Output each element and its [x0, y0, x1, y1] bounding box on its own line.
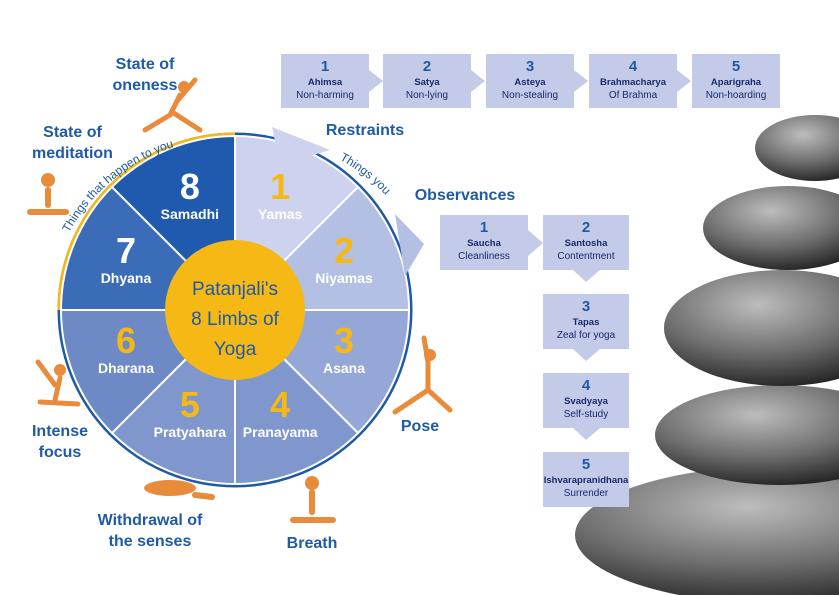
niyamas-pointer: [395, 214, 424, 276]
limb-name: Pranayama: [243, 424, 318, 440]
limb-number: 2: [334, 230, 354, 271]
yama-num: 5: [731, 58, 741, 75]
limb-number: 7: [116, 230, 136, 271]
center-line3: Yoga: [214, 339, 257, 360]
yama-box: 2 Satya Non-lying: [383, 54, 471, 108]
niyama-box: 4 Svadyaya Self-study: [543, 373, 629, 428]
label-restraints: Restraints: [325, 122, 405, 139]
niyama-title: Ishvarapranidhana: [543, 475, 629, 486]
oneness-pose-icon: [142, 77, 203, 133]
yama-box: 3 Asteya Non-stealing: [486, 54, 574, 108]
yama-num: 3: [525, 58, 535, 75]
label-focus: Intense focus: [31, 423, 88, 461]
breath-pose-icon: [290, 476, 336, 523]
niyama-desc: Zeal for yoga: [556, 330, 616, 341]
limb-number: 5: [180, 384, 200, 425]
yama-title: Ahimsa: [307, 77, 343, 88]
yama-desc: Non-stealing: [501, 90, 559, 101]
pose-pose-icon: [392, 335, 453, 415]
label-pose: Pose: [400, 418, 440, 435]
niyama-title: Tapas: [572, 317, 600, 328]
yama-box: 4 Brahmacharya Of Brahma: [589, 54, 677, 108]
niyama-desc: Cleanliness: [458, 251, 510, 262]
arrow-down-icon: [573, 270, 600, 282]
focus-pose-icon: [35, 359, 81, 407]
label-observances: Observances: [414, 187, 516, 204]
limb-name: Dharana: [98, 360, 154, 376]
niyama-box: 3 Tapas Zeal for yoga: [543, 294, 629, 349]
withdrawal-pose-icon: [144, 480, 215, 500]
yama-title: Aparigraha: [710, 77, 762, 88]
limb-name: Samadhi: [161, 206, 219, 222]
niyama-box: 5 Ishvarapranidhana Surrender: [543, 452, 629, 507]
yama-title: Asteya: [514, 77, 546, 88]
limb-name: Niyamas: [315, 270, 373, 286]
center-line2: 8 Limbs of: [191, 309, 279, 330]
limb-name: Pratyahara: [154, 424, 227, 440]
limb-name: Asana: [323, 360, 365, 376]
niyama-num: 1: [479, 219, 489, 236]
yama-title: Brahmacharya: [599, 77, 666, 88]
arrow-down-icon: [573, 428, 600, 440]
arrow-right-icon: [528, 230, 543, 256]
limb-number: 6: [116, 320, 136, 361]
arrow-down-icon: [573, 349, 600, 361]
niyama-num: 3: [581, 298, 591, 315]
limb-number: 1: [270, 166, 290, 207]
niyama-box: 1 Saucha Cleanliness: [440, 215, 528, 270]
niyama-desc: Self-study: [563, 409, 609, 420]
niyama-desc: Contentment: [557, 251, 615, 262]
limb-name: Dhyana: [101, 270, 152, 286]
label-meditation: State of meditation: [32, 124, 113, 162]
arrow-right-icon: [574, 70, 588, 92]
yama-num: 2: [422, 58, 432, 75]
niyama-num: 4: [581, 377, 591, 394]
arrow-right-icon: [369, 70, 383, 92]
arrow-right-icon: [471, 70, 485, 92]
yama-desc: Non-harming: [296, 90, 354, 101]
niyama-title: Santosha: [564, 238, 608, 249]
yellow-arc: [57, 132, 236, 311]
niyama-box: 2 Santosha Contentment: [543, 215, 629, 270]
meditation-pose-icon: [27, 173, 69, 215]
yama-num: 1: [320, 58, 330, 75]
yama-desc: Non-hoarding: [705, 90, 767, 101]
limb-number: 3: [334, 320, 354, 361]
yama-desc: Of Brahma: [608, 90, 658, 101]
label-withdrawal: Withdrawal of the senses: [97, 512, 203, 550]
yama-title: Satya: [414, 77, 440, 88]
yama-num: 4: [628, 58, 638, 75]
yama-box: 1 Ahimsa Non-harming: [281, 54, 369, 108]
arrow-right-icon: [677, 70, 691, 92]
yamas-pointer: [272, 127, 330, 165]
label-oneness: State of oneness: [112, 56, 178, 94]
limb-number: 8: [180, 166, 200, 207]
center-circle: [165, 240, 305, 380]
niyama-num: 2: [581, 219, 591, 236]
niyama-num: 5: [581, 456, 591, 473]
yama-box: 5 Aparigraha Non-hoarding: [692, 54, 780, 108]
niyama-title: Saucha: [467, 238, 501, 249]
yama-desc: Non-lying: [405, 90, 449, 101]
center-line1: Patanjali's: [192, 279, 278, 300]
limb-name: Yamas: [258, 206, 303, 222]
niyama-desc: Surrender: [563, 488, 609, 499]
limb-number: 4: [270, 384, 290, 425]
label-breath: Breath: [286, 535, 338, 552]
niyama-title: Svadyaya: [564, 396, 608, 407]
